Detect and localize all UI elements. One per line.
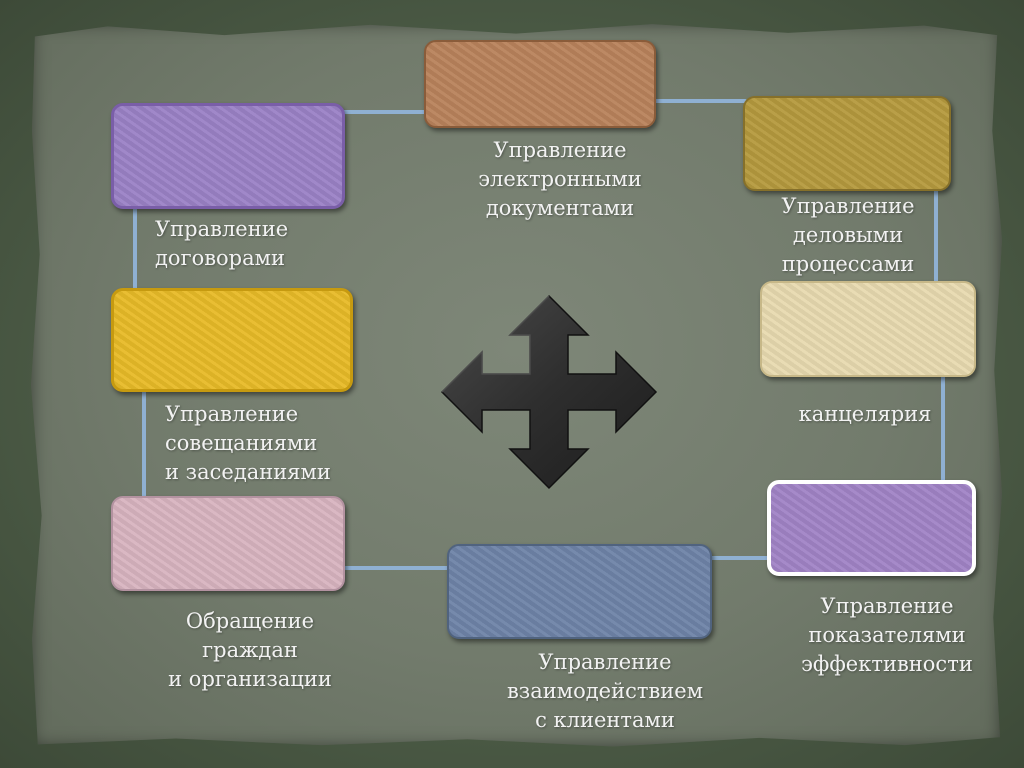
node-box-kpi[interactable] — [767, 480, 976, 576]
node-box-meetings[interactable] — [111, 288, 353, 392]
node-box-office[interactable] — [760, 281, 976, 377]
node-box-crm[interactable] — [447, 544, 712, 639]
node-box-bpm[interactable] — [743, 96, 951, 191]
node-box-edoc[interactable] — [424, 40, 656, 128]
label-office: канцелярия — [798, 402, 932, 426]
four-way-arrow-icon — [440, 294, 658, 490]
node-box-appeals[interactable] — [111, 496, 345, 591]
node-box-contracts[interactable] — [111, 103, 345, 209]
